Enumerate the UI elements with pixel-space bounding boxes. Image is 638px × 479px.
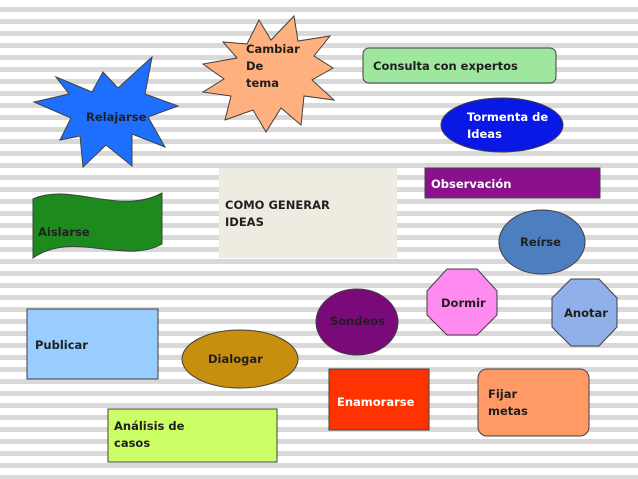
enamorarse-label: Enamorarse — [337, 395, 415, 409]
observacion-box[interactable] — [424, 167, 601, 199]
dormir-label: Dormir — [441, 296, 486, 310]
tormenta-line-2: Ideas — [467, 127, 502, 141]
analisis-de-casos-box[interactable] — [107, 408, 278, 463]
observacion-label: Observación — [431, 177, 512, 191]
tormenta-line-1: Tormenta de — [467, 110, 549, 124]
cambiar-line-2: De — [246, 59, 264, 73]
aislarse-label: Aislarse — [38, 225, 90, 239]
fijar-line-1: Fijar — [488, 387, 518, 401]
relajarse-label: Relajarse — [86, 110, 147, 124]
analisis-line-1: Análisis de — [114, 419, 185, 433]
dialogar-ellipse[interactable] — [181, 329, 299, 389]
analisis-de-casos-label: Análisis de casos — [114, 418, 184, 452]
cambiar-de-tema-star[interactable] — [201, 14, 336, 133]
consulta-con-expertos-box[interactable] — [362, 47, 557, 84]
title-line-2: IDEAS — [225, 215, 264, 229]
cambiar-line-1: Cambiar — [246, 42, 300, 56]
dialogar-label: Dialogar — [208, 352, 263, 366]
sondeos-label: Sondeos — [330, 314, 386, 328]
reirse-label: Reírse — [520, 235, 561, 249]
relajarse-star[interactable] — [32, 55, 180, 169]
consulta-con-expertos-label: Consulta con expertos — [373, 59, 518, 73]
reirse-ellipse[interactable] — [498, 209, 586, 275]
publicar-label: Publicar — [35, 338, 88, 352]
title-line-1: COMO GENERAR — [225, 198, 330, 212]
publicar-box[interactable] — [26, 308, 159, 380]
title-label: COMO GENERAR IDEAS — [225, 197, 330, 231]
fijar-metas-label: Fijar metas — [488, 386, 528, 420]
anotar-label: Anotar — [564, 306, 608, 320]
anotar-octagon[interactable] — [551, 278, 618, 347]
tormenta-de-ideas-ellipse[interactable] — [440, 97, 564, 153]
cambiar-line-3: tema — [246, 76, 280, 90]
sondeos-ellipse[interactable] — [315, 288, 399, 356]
enamorarse-box[interactable] — [328, 368, 430, 431]
tormenta-de-ideas-label: Tormenta de Ideas — [467, 109, 548, 143]
dormir-octagon[interactable] — [426, 268, 498, 336]
analisis-line-2: casos — [114, 436, 151, 450]
fijar-line-2: metas — [488, 404, 528, 418]
cambiar-de-tema-label: Cambiar De tema — [246, 41, 300, 92]
aislarse-wave[interactable] — [32, 192, 163, 259]
fijar-metas-box[interactable] — [477, 368, 590, 437]
title-box — [219, 168, 397, 258]
